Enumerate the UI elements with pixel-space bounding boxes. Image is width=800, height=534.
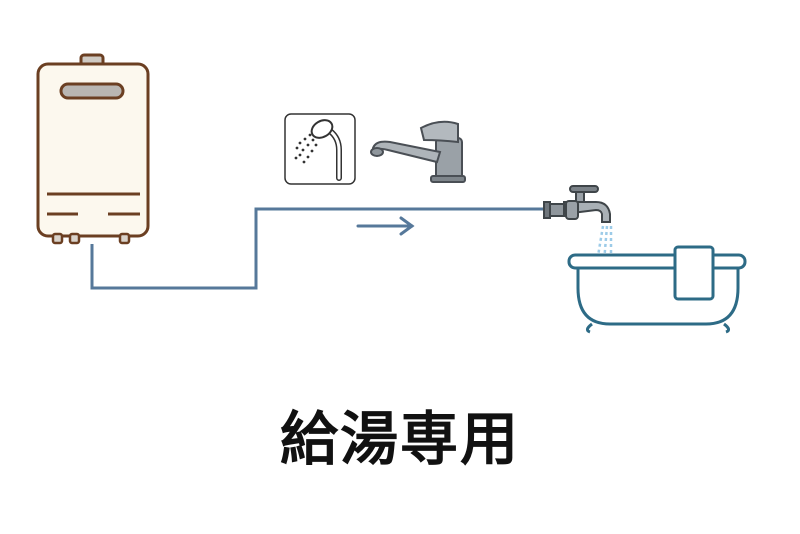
hot-water-pipe: [90, 207, 556, 290]
diagram-caption: 給湯専用: [279, 405, 520, 473]
shower-head-icon: [284, 113, 356, 185]
bath-tap-icon: [543, 185, 611, 223]
single-lever-faucet-icon: [370, 120, 466, 183]
bathtub-icon: [567, 245, 747, 334]
arrow-right-icon: [356, 216, 415, 236]
water-heater-icon: [36, 53, 150, 245]
